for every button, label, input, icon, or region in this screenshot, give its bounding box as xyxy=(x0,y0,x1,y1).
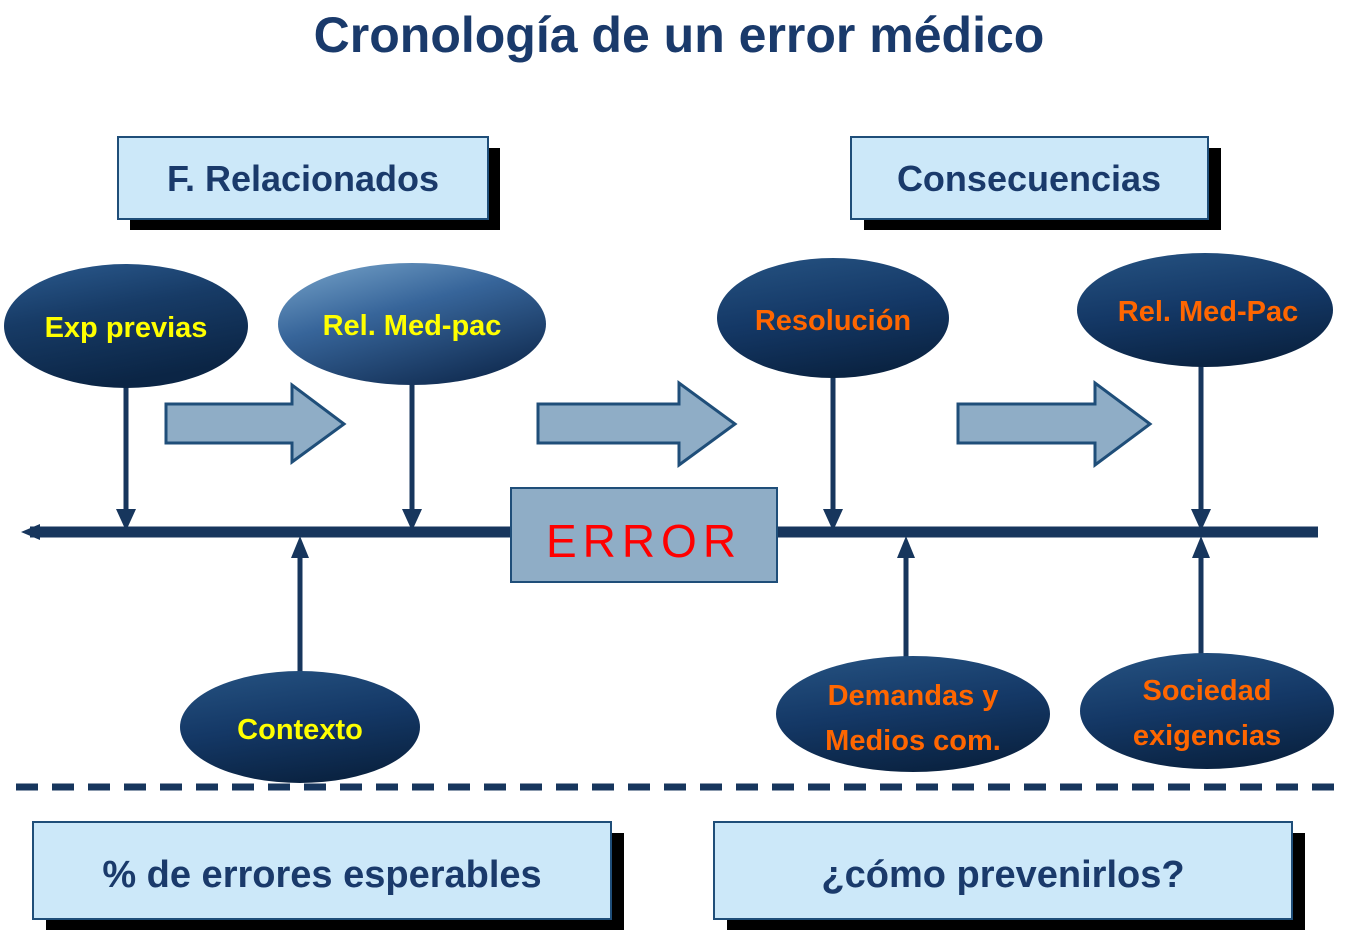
connector-exp-previas xyxy=(116,375,136,531)
arrow-exp-to-relmedpac xyxy=(164,382,347,465)
connector-resolucion xyxy=(823,370,843,531)
arrow-relmedpac-to-error xyxy=(536,380,738,468)
node-sociedad-exigencias-shape xyxy=(1080,653,1334,769)
error-box-body xyxy=(510,487,778,583)
error-box-label: ERROR xyxy=(546,515,742,567)
node-exp-previas-label: Exp previas xyxy=(45,312,208,344)
footer-box-1-label: % de errores esperables xyxy=(102,854,541,896)
header-box-consecuencias: Consecuencias xyxy=(850,136,1221,230)
node-resolucion-shape xyxy=(717,258,949,378)
error-marker: ERROR xyxy=(510,487,778,583)
node-exp-previas-shape xyxy=(4,264,248,388)
node-rel-med-pac-right-shape xyxy=(1077,253,1333,367)
node-rel-med-pac-left-shape xyxy=(278,263,546,385)
header-box-factores-relacionados: F. Relacionados xyxy=(117,136,500,230)
footer-box-errores-esperables: % de errores esperables xyxy=(32,821,624,930)
footer-box-2-body xyxy=(713,821,1293,920)
node-demandas-medios-label-line2: Medios com. xyxy=(825,725,1001,757)
timeline-left-arrowhead xyxy=(21,524,40,540)
node-rel-med-pac-left: Rel. Med-pac xyxy=(278,263,546,385)
node-resolucion-label: Resolución xyxy=(755,305,911,337)
arrow-resolucion-to-relmedpac xyxy=(956,380,1153,468)
node-sociedad-exigencias: Sociedad exigencias xyxy=(1080,653,1334,769)
header-box-2-label: Consecuencias xyxy=(897,158,1161,199)
connector-rel-med-pac-left xyxy=(402,380,422,531)
connector-rel-med-pac-right xyxy=(1191,360,1211,531)
node-sociedad-exigencias-label-line2: exigencias xyxy=(1133,720,1281,752)
page-title: Cronología de un error médico xyxy=(314,7,1045,63)
footer-box-como-prevenirlos: ¿cómo prevenirlos? xyxy=(713,821,1305,930)
node-demandas-medios-shape xyxy=(776,656,1050,772)
node-demandas-medios-label-line1: Demandas y xyxy=(828,680,999,712)
connector-contexto xyxy=(291,536,309,690)
node-rel-med-pac-right-label: Rel. Med-Pac xyxy=(1118,296,1299,328)
node-contexto-shape xyxy=(180,671,420,783)
node-exp-previas: Exp previas xyxy=(4,264,248,388)
header-box-1-body xyxy=(117,136,489,220)
node-contexto-label: Contexto xyxy=(237,714,363,746)
header-box-1-label: F. Relacionados xyxy=(167,158,439,199)
node-demandas-medios: Demandas y Medios com. xyxy=(776,656,1050,772)
node-rel-med-pac-right: Rel. Med-Pac xyxy=(1077,253,1333,367)
header-box-2-body xyxy=(850,136,1209,220)
node-rel-med-pac-left-label: Rel. Med-pac xyxy=(323,310,502,342)
connector-sociedad-exigencias xyxy=(1192,536,1210,672)
node-resolucion: Resolución xyxy=(717,258,949,378)
footer-box-2-label: ¿cómo prevenirlos? xyxy=(821,854,1184,896)
footer-box-1-body xyxy=(32,821,612,920)
node-contexto: Contexto xyxy=(180,671,420,783)
node-sociedad-exigencias-label-line1: Sociedad xyxy=(1143,675,1272,707)
